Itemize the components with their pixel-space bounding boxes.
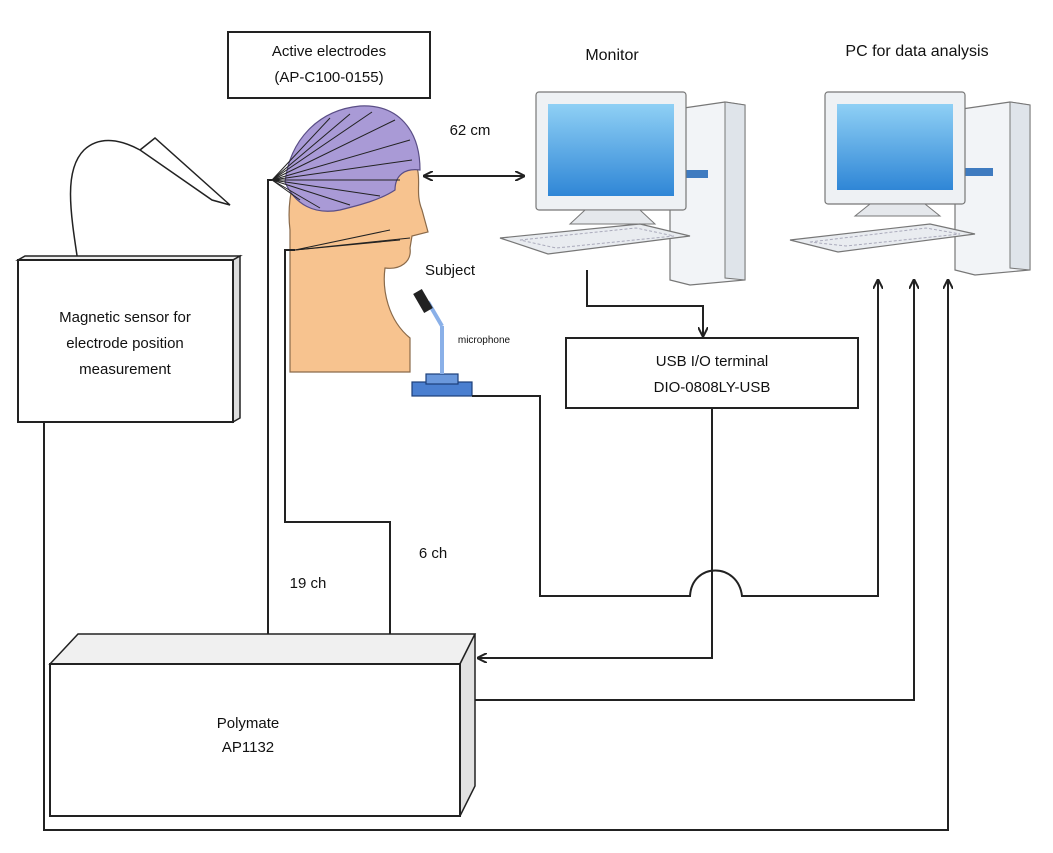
magnetic-sensor-box: Magnetic sensor for electrode position m… [15, 254, 243, 424]
channel-19-label: 19 ch [290, 575, 327, 592]
svg-text:(AP-C100-0155): (AP-C100-0155) [274, 69, 383, 86]
svg-text:measurement: measurement [79, 361, 172, 378]
subject-label: Subject [425, 262, 476, 279]
distance-label: 62 cm [450, 122, 491, 139]
usb-io-terminal-box: USB I/O terminal DIO-0808LY-USB [565, 337, 859, 409]
polymate-box: Polymate AP1132 [48, 633, 477, 817]
svg-text:Active electrodes: Active electrodes [272, 43, 386, 60]
monitor-computer-icon [499, 91, 746, 286]
pc-computer-icon [789, 91, 1031, 276]
svg-text:DIO-0808LY-USB: DIO-0808LY-USB [654, 379, 771, 396]
monitor-label: Monitor [585, 47, 639, 64]
connection-wires [43, 179, 948, 831]
magnetic-stylus-icon [69, 137, 231, 263]
svg-text:Magnetic sensor for: Magnetic sensor for [59, 309, 191, 326]
svg-text:USB I/O terminal: USB I/O terminal [656, 353, 769, 370]
pc-label: PC for data analysis [845, 43, 988, 60]
microphone-label: microphone [458, 335, 511, 346]
svg-text:Polymate: Polymate [217, 715, 280, 732]
active-electrodes-label: Active electrodes (AP-C100-0155) [227, 31, 431, 99]
microphone-icon [411, 288, 473, 397]
svg-text:AP1132: AP1132 [222, 739, 274, 756]
subject-head-icon [271, 105, 429, 373]
svg-text:electrode position: electrode position [66, 335, 184, 352]
channel-6-label: 6 ch [419, 545, 447, 562]
